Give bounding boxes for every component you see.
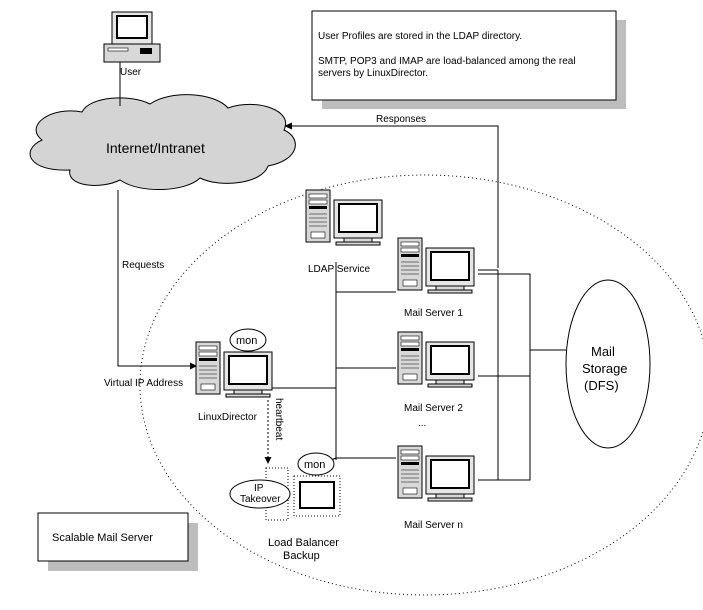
ldap-server-icon	[305, 189, 383, 246]
mon-bubble-director: mon	[229, 328, 267, 352]
mon-label-director: mon	[236, 335, 257, 347]
user-computer-icon	[103, 11, 161, 63]
note-ldap: User Profiles are stored in the LDAP dir…	[318, 31, 522, 42]
mail-server-1-label: Mail Server 1	[404, 308, 463, 319]
ldap-label: LDAP Service	[308, 264, 371, 275]
title-box: Scalable Mail Server	[37, 512, 198, 571]
ip-takeover-bubble: IP Takeover	[229, 479, 291, 509]
ip-takeover-label-1: IP	[254, 483, 264, 494]
title-label: Scalable Mail Server	[52, 532, 153, 544]
mail-server-1-icon	[397, 237, 475, 294]
virtual-ip-label: Virtual IP Address	[104, 378, 183, 389]
cloud-label: Internet/Intranet	[106, 140, 205, 156]
note-balance-1: SMTP, POP3 and IMAP are load-balanced am…	[318, 56, 576, 67]
mail-server-2-icon	[397, 331, 475, 388]
user-label: User	[120, 67, 142, 78]
ip-takeover-label-2: Takeover	[240, 494, 281, 505]
note-balance-2: servers by LinuxDirector.	[318, 68, 428, 79]
notes-box: User Profiles are stored in the LDAP dir…	[311, 10, 626, 109]
backup-label-1: Load Balancer	[268, 537, 339, 549]
cloud-icon	[29, 94, 296, 190]
cluster-boundary	[139, 174, 703, 596]
storage-label-3: (DFS)	[584, 378, 619, 393]
mail-server-n-label: Mail Server n	[404, 520, 463, 531]
responses-label: Responses	[376, 114, 426, 125]
requests-label: Requests	[122, 260, 164, 271]
storage-label-1: Mail	[591, 344, 615, 359]
linux-director-label: LinuxDirector	[198, 412, 258, 423]
mon-label-backup: mon	[304, 459, 325, 471]
storage-icon	[565, 279, 651, 449]
mail-server-2-label: Mail Server 2	[404, 403, 463, 414]
linux-director-icon	[195, 341, 273, 398]
mon-bubble-backup: mon	[297, 452, 335, 476]
heartbeat-label: heartbeat	[273, 398, 284, 440]
backup-label-2: Backup	[283, 550, 320, 562]
ellipsis-label: ...	[418, 418, 426, 429]
storage-label-2: Storage	[582, 361, 628, 376]
mail-server-n-icon	[397, 445, 475, 502]
connectors	[117, 62, 566, 481]
